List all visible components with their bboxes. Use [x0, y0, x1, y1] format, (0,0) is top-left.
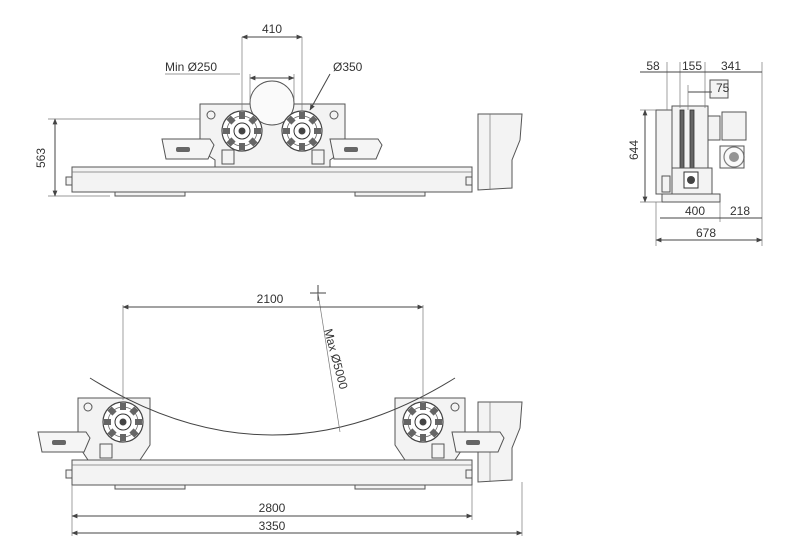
dim-350: Ø350 [333, 60, 363, 74]
bottom-wheel-right [402, 401, 444, 443]
motor-left [161, 138, 215, 160]
side-view: 58 155 341 75 644 400 218 678 [627, 59, 763, 246]
dim-218: 218 [730, 204, 750, 218]
dim-155: 155 [682, 59, 702, 73]
dim-341: 341 [721, 59, 741, 73]
side-base [661, 193, 721, 203]
workpiece-outline [249, 80, 295, 126]
bottom-motor-right [451, 431, 505, 453]
dim-644: 644 [627, 140, 641, 160]
dim-678: 678 [696, 226, 716, 240]
dim-410: 410 [262, 22, 282, 36]
dim-75: 75 [716, 81, 730, 95]
bottom-view: Max Ø5000 2100 2800 3350 [37, 285, 523, 536]
drive-wheel-left [221, 110, 263, 152]
drive-wheel-right [281, 110, 323, 152]
front-base-frame [71, 166, 473, 193]
dim-2800: 2800 [259, 501, 286, 515]
bottom-wheel-left [102, 401, 144, 443]
side-motor [721, 111, 747, 141]
front-end-box [477, 113, 523, 191]
dim-2100: 2100 [257, 292, 284, 306]
motor-right [329, 138, 383, 160]
dim-400: 400 [685, 204, 705, 218]
dim-max-5000: Max Ø5000 [321, 327, 351, 391]
front-view: 410 Min Ø250 Ø350 563 [34, 22, 523, 197]
workpiece-arc [89, 377, 456, 436]
bottom-base-frame [71, 459, 473, 486]
dim-min-250: Min Ø250 [165, 60, 217, 74]
dim-563: 563 [34, 148, 48, 168]
dim-58: 58 [646, 59, 660, 73]
dim-3350: 3350 [259, 519, 286, 533]
bottom-motor-left [37, 431, 91, 453]
